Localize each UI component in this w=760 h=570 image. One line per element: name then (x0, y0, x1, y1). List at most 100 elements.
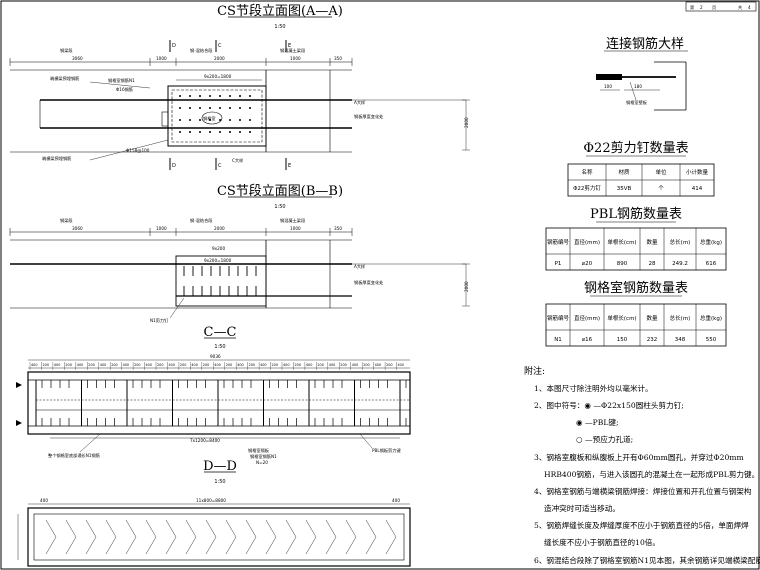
sec-c-dim: 400 (169, 363, 175, 367)
note-line-6: 4、钢格室钢筋与端横梁钢筋焊接：焊接位置和开孔位置与钢架构 (534, 486, 752, 496)
sec-c-dim: 200 (88, 363, 94, 367)
sec-c-dim: 400 (77, 363, 83, 367)
elev-b-studs-bot (183, 286, 257, 296)
sec-c-title: C—C (204, 325, 237, 340)
t2-r0c5: 616 (706, 261, 717, 267)
t2-r0c4: 249.2 (672, 261, 688, 267)
page-label: 第 (690, 4, 694, 11)
sec-c-dim: 200 (134, 363, 140, 367)
sec-d-scale: 1:50 (214, 479, 225, 485)
table2-title: PBL钢筋数量表 (590, 206, 682, 222)
total-label: 共 (738, 4, 742, 11)
sec-c-dim: 400 (100, 363, 106, 367)
t1-r0c3: 414 (692, 186, 703, 192)
sec-c-dim: 200 (180, 363, 186, 367)
elevation-a-a: CS节段立面图(A—A) 1:50 3060 1000 2000 1000 35… (9, 4, 470, 170)
detail-dim-2: 180 (634, 84, 642, 89)
elev-a-dim-2: 2000 (214, 56, 225, 61)
detail-title: 连接钢筋大样 (606, 36, 684, 52)
note-line-4: 3、钢格室腹板和纵腹板上开有Φ60mm圆孔，并穿过Φ20mm (534, 452, 744, 462)
sec-c-label-1: PBL钢板剪力键 (372, 447, 401, 454)
table3-title: 钢格室钢筋数量表 (584, 280, 688, 296)
page-unit: 页 (712, 5, 716, 11)
t3-h5: 总重(kg) (700, 314, 722, 322)
t3-r0c4: 348 (675, 337, 686, 343)
elev-a-label-3: 钢格室 (203, 115, 216, 122)
t2-h2: 单根长(cm) (607, 238, 636, 246)
sec-c-dim: 400 (398, 363, 404, 367)
elev-a-dim-3: 1000 (290, 56, 301, 61)
elev-b-zone-left: 钢梁段 (60, 217, 73, 224)
sec-c-label-0: 整个钢格室底部通长N1钢筋 (48, 452, 100, 459)
sec-c-dim: 400 (306, 363, 312, 367)
t1-r0c1: 35VB (617, 186, 632, 192)
sec-c-label-4: N=20 (256, 460, 268, 465)
sec-c-dim: 200 (157, 363, 163, 367)
t1-h3: 小计数量 (686, 168, 709, 176)
sec-c-bottom-dim: 7x1200=8400 (190, 438, 220, 443)
sec-c-dim: 400 (237, 363, 243, 367)
sec-d-title: D—D (203, 459, 237, 474)
sec-c-ribs (35, 380, 407, 426)
elev-a-label-7: A大样 (354, 99, 365, 106)
t3-r0c0: N1 (554, 337, 562, 343)
t2-r0c2: 890 (617, 261, 628, 267)
note-line-10: 6、钢混结合段除了钢格室钢筋N1见本图，其余钢筋详见端横梁配筋图 (534, 555, 760, 565)
elev-b-dim-2: 2000 (214, 226, 225, 231)
sec-c-dim: 200 (111, 363, 117, 367)
t3-h3: 数量 (646, 314, 658, 322)
sec-mark-d-bot: D (172, 163, 176, 169)
notes-heading: 附注: (524, 365, 545, 377)
sec-c-dim: 400 (214, 363, 220, 367)
elev-a-label-2: Φ16钢筋 (116, 86, 133, 93)
t1-h2: 单位 (655, 168, 667, 176)
sec-c-dim: 400 (191, 363, 197, 367)
sec-d-dim-1: 11x800=8800 (196, 498, 226, 503)
t3-h2: 单根长(cm) (607, 314, 636, 322)
sec-c-dim-row: 400 200 400 200 400 200 400 200 400 200 400 200 400 2… (29, 362, 404, 370)
elevation-b-b: CS节段立面图(B—B) 1:50 3060 1000 2000 1000 35… (9, 184, 470, 324)
sec-c-label-2: 钢格室隔板 (248, 447, 270, 454)
sec-c-dim: 200 (226, 363, 232, 367)
detail-label: 钢格室壁板 (626, 99, 648, 106)
sec-c-dim: 400 (146, 363, 152, 367)
t3-r0c5: 550 (706, 337, 717, 343)
sec-mark-c-bot: C (218, 163, 222, 169)
elev-b-dim-4: 350 (334, 226, 342, 231)
sec-d-dim-0: 400 (40, 498, 48, 503)
sec-c-dim: 200 (340, 363, 346, 367)
elev-a-dim-1: 1000 (156, 56, 167, 61)
t2-h1: 直径(mm) (574, 238, 600, 246)
sec-c-dim: 400 (54, 363, 60, 367)
sec-c-label-3: 钢格室钢筋N1 (250, 453, 277, 460)
elev-b-studs-top (183, 266, 257, 276)
sec-c-dim: 400 (352, 363, 358, 367)
connection-detail: 连接钢筋大样 100 180 钢格室壁板 (596, 36, 688, 111)
note-line-0: 1、本图尺寸除注明外均以毫米计。 (534, 383, 653, 393)
sec-c-dim: 400 (283, 363, 289, 367)
elev-a-label-5: 端横梁预埋钢筋 (42, 155, 71, 162)
elev-a-label-8: 钢板厚度变化处 (354, 113, 384, 120)
notes: 附注: 1、本图尺寸除注明外均以毫米计。 2、图中符号：◉ —Φ22x150圆柱… (524, 365, 760, 565)
elev-a-studs (179, 95, 251, 133)
elev-b-dim-0: 3060 (72, 226, 83, 231)
note-line-2: ◉ —PBL键; (576, 417, 619, 427)
stud-quantity-table: Φ22剪力钉数量表 名称 材质 单位 小计数量 Φ22剪力钉 35VB 个 41… (567, 140, 715, 197)
sec-c-dim: 200 (43, 363, 49, 367)
elev-b-scale: 1:50 (274, 204, 285, 210)
note-line-9: 缝长度不应小于钢筋直径的10倍。 (544, 537, 660, 547)
sec-c-dim: 400 (123, 363, 129, 367)
elev-b-dim-3: 1000 (290, 226, 301, 231)
elev-a-label-4: Φ158@100 (126, 148, 150, 153)
t3-h1: 直径(mm) (574, 314, 600, 322)
sec-c-dim: 400 (31, 363, 37, 367)
sec-c-dim: 200 (272, 363, 278, 367)
detail-dim-1: 100 (604, 84, 612, 89)
t3-r0c3: 232 (647, 337, 658, 343)
section-d-d: D—D 1:50 400 11x800=8800 400 (17, 459, 411, 567)
elev-a-dim-0: 3060 (72, 56, 83, 61)
elev-b-zone-right: 钢混凝土梁段 (280, 217, 306, 224)
elev-b-zone-mid: 钢-混结合段 (190, 217, 213, 224)
